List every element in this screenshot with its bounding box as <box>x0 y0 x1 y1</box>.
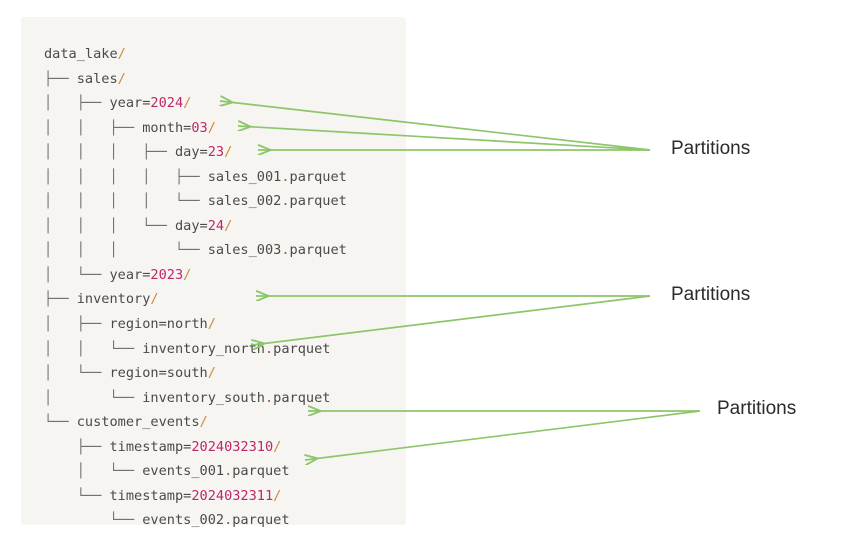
tree-row: │ ├── region=north/ <box>44 312 347 337</box>
directory-name: day= <box>174 217 208 234</box>
file-extension-dot: . <box>224 463 233 480</box>
file-name: sales_002 <box>207 193 282 210</box>
directory-name: sales <box>76 70 118 87</box>
path-slash: / <box>150 291 159 308</box>
path-slash: / <box>273 438 282 455</box>
file-name: events_001 <box>142 463 225 480</box>
tree-row: │ ├── year=2024/ <box>44 91 347 116</box>
directory-name: year= <box>109 95 151 112</box>
tree-guide: │ │ ├── <box>44 119 143 136</box>
path-slash: / <box>183 95 192 112</box>
path-slash: / <box>183 266 192 283</box>
file-extension-dot: . <box>224 512 233 529</box>
path-slash: / <box>199 414 208 431</box>
path-slash: / <box>207 119 216 136</box>
tree-guide: │ └── <box>44 463 143 480</box>
directory-name: region= <box>109 316 167 333</box>
file-extension: parquet <box>289 193 347 210</box>
directory-name: year= <box>109 266 151 283</box>
path-slash: / <box>224 217 233 234</box>
directory-name: month= <box>142 119 192 136</box>
tree-guide: │ │ │ ├── <box>44 144 175 161</box>
tree-guide: └── <box>44 414 77 431</box>
partition-value: south <box>166 365 208 382</box>
path-slash: / <box>117 46 126 62</box>
file-extension-dot: . <box>281 168 290 185</box>
tree-guide: ├── <box>44 438 110 455</box>
tree-guide: ├── <box>44 70 77 87</box>
file-extension: parquet <box>289 242 347 259</box>
path-slash: / <box>224 144 233 161</box>
file-name: inventory_south <box>142 389 265 406</box>
tree-guide: │ │ │ └── <box>44 217 175 234</box>
tree-guide: ├── <box>44 291 77 308</box>
tree-row: ├── inventory/ <box>44 287 347 312</box>
tree-guide: │ └── <box>44 266 110 283</box>
file-extension: parquet <box>273 340 331 357</box>
tree-guide: │ ├── <box>44 316 110 333</box>
tree-row: └── events_002.parquet <box>44 508 347 533</box>
file-extension-dot: . <box>264 389 274 406</box>
tree-row: │ │ ├── month=03/ <box>44 116 347 141</box>
partition-value: 24 <box>207 217 225 234</box>
partition-value: 23 <box>207 144 225 161</box>
file-extension: parquet <box>273 389 331 406</box>
tree-guide: │ │ └── <box>44 340 143 357</box>
directory-tree: data_lake/├── sales/│ ├── year=2024/│ │ … <box>44 42 347 533</box>
file-extension: parquet <box>289 168 347 185</box>
file-name: inventory_north <box>142 340 265 357</box>
tree-guide: │ │ │ └── <box>44 242 208 259</box>
tree-guide: │ └── <box>44 365 110 382</box>
tree-row: │ │ │ │ └── sales_002.parquet <box>44 189 347 214</box>
file-name: events_002 <box>142 512 225 529</box>
partition-value: north <box>166 316 208 333</box>
file-extension: parquet <box>232 463 290 480</box>
tree-row: data_lake/ <box>44 42 347 67</box>
directory-name: region= <box>109 365 167 382</box>
path-slash: / <box>273 487 282 504</box>
path-slash: / <box>207 316 216 333</box>
tree-row: │ └── events_001.parquet <box>44 459 347 484</box>
path-slash: / <box>207 365 216 382</box>
tree-row: │ │ │ └── sales_003.parquet <box>44 238 347 263</box>
tree-guide: │ │ │ │ ├── <box>44 168 208 185</box>
tree-row: │ │ │ │ ├── sales_001.parquet <box>44 165 347 190</box>
directory-name: timestamp= <box>109 438 192 455</box>
tree-row: └── timestamp=2024032311/ <box>44 484 347 509</box>
directory-name: customer_events <box>76 414 200 431</box>
partition-value: 2024032311 <box>191 487 274 504</box>
directory-name: data_lake <box>44 46 118 62</box>
tree-guide: └── <box>44 487 110 504</box>
file-name: sales_001 <box>207 168 282 185</box>
tree-row: ├── sales/ <box>44 67 347 92</box>
callout-label-partitions-3: Partitions <box>717 398 797 419</box>
file-extension-dot: . <box>281 242 290 259</box>
tree-row: │ │ └── inventory_north.parquet <box>44 337 347 362</box>
directory-name: timestamp= <box>109 487 192 504</box>
partition-value: 2024 <box>150 95 184 112</box>
tree-row: └── customer_events/ <box>44 410 347 435</box>
callout-label-partitions-2: Partitions <box>671 284 751 305</box>
partition-value: 2023 <box>150 266 184 283</box>
file-name: sales_003 <box>207 242 282 259</box>
tree-guide: │ ├── <box>44 95 110 112</box>
directory-name: day= <box>174 144 208 161</box>
directory-name: inventory <box>76 291 151 308</box>
partition-value: 03 <box>191 119 208 136</box>
tree-row: │ │ │ └── day=24/ <box>44 214 347 239</box>
tree-guide: │ └── <box>44 389 143 406</box>
tree-row: │ └── region=south/ <box>44 361 347 386</box>
file-extension-dot: . <box>281 193 290 210</box>
tree-row: │ └── year=2023/ <box>44 263 347 288</box>
file-extension-dot: . <box>264 340 274 357</box>
path-slash: / <box>117 70 126 87</box>
tree-row: │ │ │ ├── day=23/ <box>44 140 347 165</box>
file-extension: parquet <box>232 512 290 529</box>
tree-row: │ └── inventory_south.parquet <box>44 386 347 411</box>
partition-value: 2024032310 <box>191 438 274 455</box>
tree-row: ├── timestamp=2024032310/ <box>44 435 347 460</box>
callout-label-partitions-1: Partitions <box>671 138 751 159</box>
tree-guide: └── <box>44 512 143 529</box>
tree-guide: │ │ │ │ └── <box>44 193 208 210</box>
